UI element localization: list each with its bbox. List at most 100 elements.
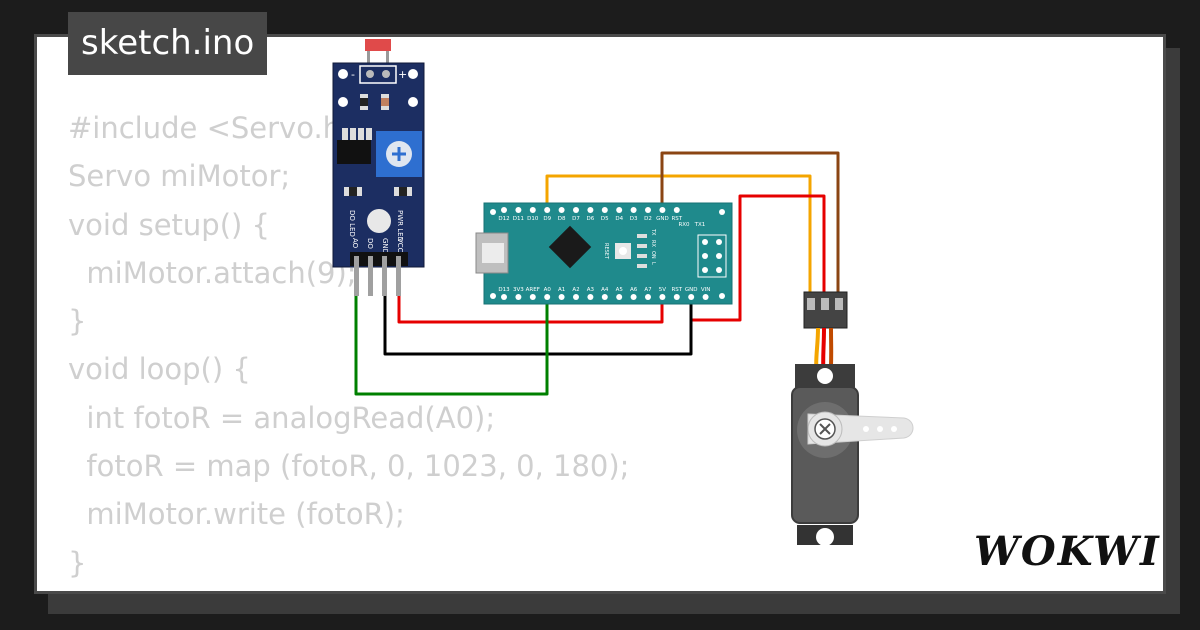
nano-pin-rst[interactable] [673,294,680,300]
nano-pin-d8[interactable] [558,207,565,213]
nano-bottom-pin-label: AREF [526,287,540,293]
nano-top-pin-label: D11 [513,216,524,222]
nano-pin-a1[interactable] [558,294,565,300]
servo-motor[interactable] [791,291,914,546]
nano-pin-a5[interactable] [616,294,623,300]
nano-top-pin-label: D2 [644,216,652,222]
pin-ao[interactable] [354,256,359,296]
nano-pin-gnd[interactable] [688,294,695,300]
nano-bottom-pin-label: A6 [630,287,638,293]
nano-pin-d10[interactable] [529,207,536,213]
comparator-chip [337,140,371,164]
wire-ground[interactable] [383,288,693,356]
nano-top-pin-label: D9 [543,216,551,222]
code-line: } [68,545,87,580]
preview-card [34,34,1166,594]
mount-hole-icon [338,69,348,79]
wokwi-logo: WOKWI [974,528,1161,575]
nano-pin-d11[interactable] [515,207,522,213]
led-label-on: ON [650,251,656,259]
pin-label-vcc: VCC [396,238,404,253]
nano-pin-a0[interactable] [544,294,551,300]
nano-pin-d13[interactable] [501,294,507,300]
nano-top-pin-label: D10 [527,216,539,222]
icsp-header [697,234,727,278]
nano-bottom-pin-label: A1 [558,287,565,293]
nano-pin-a6[interactable] [630,294,637,300]
pin-label-do: DO [366,238,374,249]
nano-pin-a3[interactable] [587,294,594,300]
led-label-tx: TX [650,228,656,236]
wire-servo-ground[interactable] [660,151,840,300]
nano-top-pin-label: D12 [498,216,509,222]
nano-pin-d6[interactable] [587,207,594,213]
nano-pin-d4[interactable] [616,207,623,213]
screw-icon [392,147,406,161]
nano-top-pin-label: D7 [572,216,580,222]
nano-pin-rst[interactable] [673,207,680,213]
nano-bottom-pin-label: A5 [616,287,624,293]
wire-signal[interactable] [545,174,812,300]
screw-icon [819,423,831,435]
nano-pin-d2[interactable] [645,207,651,213]
filename-tag: sketch.ino [68,12,268,75]
nano-top-pin-label: RST [671,216,682,222]
nano-bottom-pin-label: VIN [701,287,711,293]
wire-vcc[interactable] [397,288,664,324]
code-line: void loop() { [68,352,251,387]
nano-pin-aref[interactable] [529,294,536,300]
code-line: miMotor.write (fotoR); [68,497,405,532]
nano-pin-gnd[interactable] [659,207,666,213]
nano-top-pin-label: D6 [587,216,595,222]
nano-bottom-pin-label: RST [671,287,682,293]
photoresistor [365,39,391,51]
nano-bottom-pin-label: 5V [659,287,666,293]
code-line: } [68,304,87,339]
nano-bottom-pin-label: A7 [644,287,652,293]
nano-top-pin-label: RX0 [678,222,690,228]
nano-pin-d12[interactable] [501,207,507,213]
minus-label: - [351,68,355,81]
nano-pin-d7[interactable] [573,207,579,213]
reset-label: RESET [603,243,609,260]
nano-top-pin-label: D3 [630,216,638,222]
code-line: void setup() { [68,207,270,242]
nano-top-pin-label: D5 [601,216,609,222]
nano-pin-d9[interactable] [544,207,551,213]
nano-pin-vin[interactable] [702,294,709,300]
pin-vcc[interactable] [396,256,401,296]
nano-pin-d5[interactable] [601,207,608,213]
led-label-l: L [650,262,656,265]
nano-pin-d3[interactable] [630,207,637,213]
nano-pin-5v[interactable] [659,294,666,300]
mount-hole-icon [408,69,418,79]
code-line: fotoR = map (fotoR, 0, 1023, 0, 180); [68,449,630,484]
nano-top-pin-label: GND [656,216,669,222]
nano-top-pin-label: D8 [558,216,566,222]
nano-bottom-pin-label: A4 [601,287,609,293]
nano-pin-3v3[interactable] [515,294,522,300]
nano-top-pin-label: TX1 [694,222,706,228]
nano-pin-a2[interactable] [573,294,579,300]
pin-label-gnd: GND [381,238,389,254]
nano-bottom-pin-label: 3V3 [513,287,524,293]
nano-pin-a4[interactable] [601,294,608,300]
pwr-led-label: PWR LED [396,210,404,242]
led-label-rx: RX [650,240,656,247]
code-line: int fotoR = analogRead(A0); [68,400,496,435]
pin-do[interactable] [368,256,373,296]
do-led-label: DO LED [348,210,356,237]
pin-gnd[interactable] [382,256,387,296]
nano-pin-a7[interactable] [645,294,651,300]
nano-bottom-pin-label: A2 [572,287,579,293]
light-sensor-module[interactable]: - + DO LED PWR LED AO DO GND VCC [332,39,425,296]
nano-bottom-pin-label: GND [685,287,698,293]
wire-analog[interactable] [354,288,549,396]
pin-label-ao: AO [351,238,359,249]
plus-label: + [398,68,407,81]
code-line: Servo miMotor; [68,159,291,194]
nano-bottom-pin-label: D13 [498,287,510,293]
nano-bottom-pin-label: A0 [544,287,552,293]
